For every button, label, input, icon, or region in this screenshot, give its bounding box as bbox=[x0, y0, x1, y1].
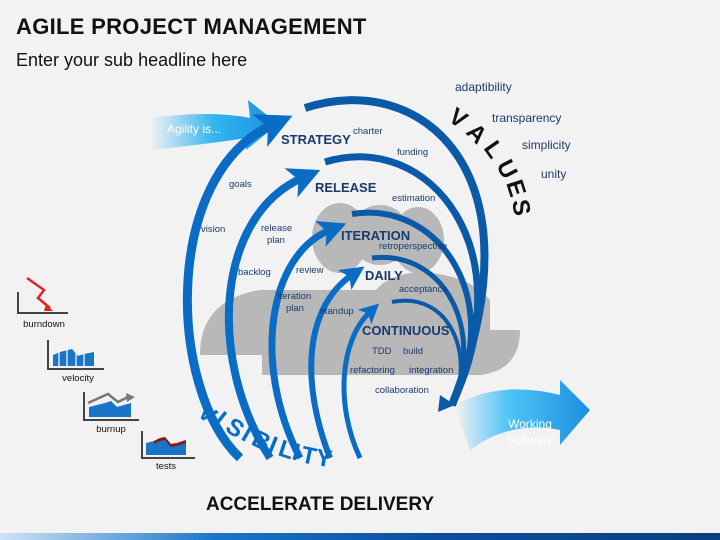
continuous-descending-arc bbox=[391, 298, 463, 406]
term-estimation: estimation bbox=[392, 193, 435, 204]
iteration-rising-arrow bbox=[268, 220, 347, 460]
term-release-plan-2: plan bbox=[267, 235, 285, 246]
daily-rising-arrow bbox=[308, 266, 365, 460]
term-retroperspective: retroperspective bbox=[379, 241, 447, 252]
footer-bar bbox=[0, 533, 720, 540]
working-software-label-1: Working bbox=[508, 417, 552, 431]
heading-letter: T bbox=[299, 441, 319, 471]
burnup-label: burnup bbox=[96, 424, 126, 435]
term-backlog: backlog bbox=[238, 267, 271, 278]
agility-intro-label: Agility is... bbox=[167, 122, 221, 136]
velocity-label: velocity bbox=[62, 373, 94, 384]
page-title: AGILE PROJECT MANAGEMENT bbox=[16, 14, 367, 39]
heading-letter: Y bbox=[314, 444, 334, 473]
heading-letter: L bbox=[478, 136, 509, 164]
term-integration: integration bbox=[409, 365, 453, 376]
burndown-chart-icon bbox=[17, 276, 68, 314]
term-standup: standup bbox=[320, 306, 354, 317]
level-daily: DAILY bbox=[365, 268, 403, 283]
accelerate-delivery-footer: ACCELERATE DELIVERY bbox=[206, 494, 434, 515]
iteration-descending-arc bbox=[351, 209, 475, 407]
term-tdd: TDD bbox=[372, 346, 392, 357]
value-transparency: transparency bbox=[492, 111, 561, 125]
heading-letter: S bbox=[506, 197, 535, 217]
convergence-arrowhead bbox=[438, 395, 455, 412]
page-subtitle: Enter your sub headline here bbox=[16, 50, 248, 70]
working-software-label-2: Software bbox=[506, 433, 554, 447]
term-iteration-plan-2: plan bbox=[286, 303, 304, 314]
tests-label: tests bbox=[156, 461, 176, 472]
term-vision: vision bbox=[201, 224, 225, 235]
value-adaptibility: adaptibility bbox=[455, 80, 512, 94]
term-review: review bbox=[296, 265, 324, 276]
term-refactoring: refactoring bbox=[350, 365, 395, 376]
term-goals: goals bbox=[229, 179, 252, 190]
term-acceptance: acceptance bbox=[399, 284, 448, 295]
tests-chart-icon bbox=[141, 431, 195, 459]
level-release: RELEASE bbox=[315, 180, 377, 195]
heading-letter: E bbox=[500, 177, 531, 201]
term-release-plan: release bbox=[261, 223, 292, 234]
velocity-chart-icon bbox=[47, 340, 104, 370]
level-continuous: CONTINUOUS bbox=[362, 323, 450, 338]
value-unity: unity bbox=[541, 167, 566, 181]
level-strategy: STRATEGY bbox=[281, 132, 351, 147]
strategy-rising-arrow bbox=[182, 114, 293, 462]
level-iteration: ITERATION bbox=[341, 228, 410, 243]
term-iteration-plan: Iteration bbox=[277, 291, 311, 302]
release-rising-arrow bbox=[224, 168, 321, 461]
value-simplicity: simplicity bbox=[522, 138, 571, 152]
burndown-label: burndown bbox=[23, 319, 65, 330]
working-software-arrow bbox=[455, 380, 590, 450]
term-collaboration: collaboration bbox=[375, 385, 429, 396]
term-funding: funding bbox=[397, 147, 428, 158]
burnup-chart-icon bbox=[83, 392, 139, 421]
term-build: build bbox=[403, 346, 423, 357]
term-charter: charter bbox=[353, 126, 383, 137]
continuous-rising-arrow bbox=[341, 303, 380, 460]
